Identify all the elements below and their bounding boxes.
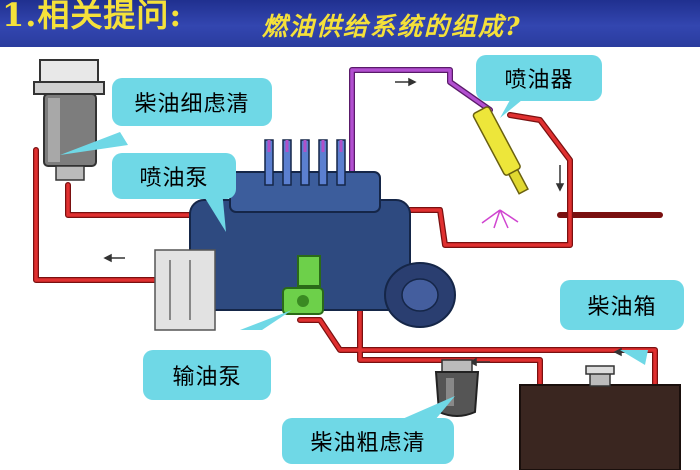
question-number-text: 1.相关提问: — [2, 0, 183, 34]
label-injection-pump: 喷油泵 — [112, 153, 236, 199]
label-coarse-filter: 柴油粗虑清 — [282, 418, 454, 464]
fuel-tank-graphic — [519, 365, 681, 470]
high-pressure-line — [350, 68, 492, 182]
label-transfer-pump: 输油泵 — [143, 350, 271, 400]
label-fuel-tank: 柴油箱 — [560, 280, 684, 330]
high-pressure-line-outline — [349, 67, 493, 183]
fine-filter-graphic — [33, 59, 105, 181]
question-title: 燃油供给系统的组成? — [262, 12, 522, 41]
label-injector: 喷油器 — [476, 55, 602, 101]
title-banner: 1.相关提问: 燃油供给系统的组成? — [0, 0, 700, 47]
fuel-system-diagram — [33, 59, 681, 470]
label-pointers — [60, 100, 648, 420]
injector-graphic — [472, 106, 529, 229]
transfer-pump-graphic — [282, 255, 324, 315]
label-fine-filter: 柴油细虑清 — [112, 78, 272, 126]
